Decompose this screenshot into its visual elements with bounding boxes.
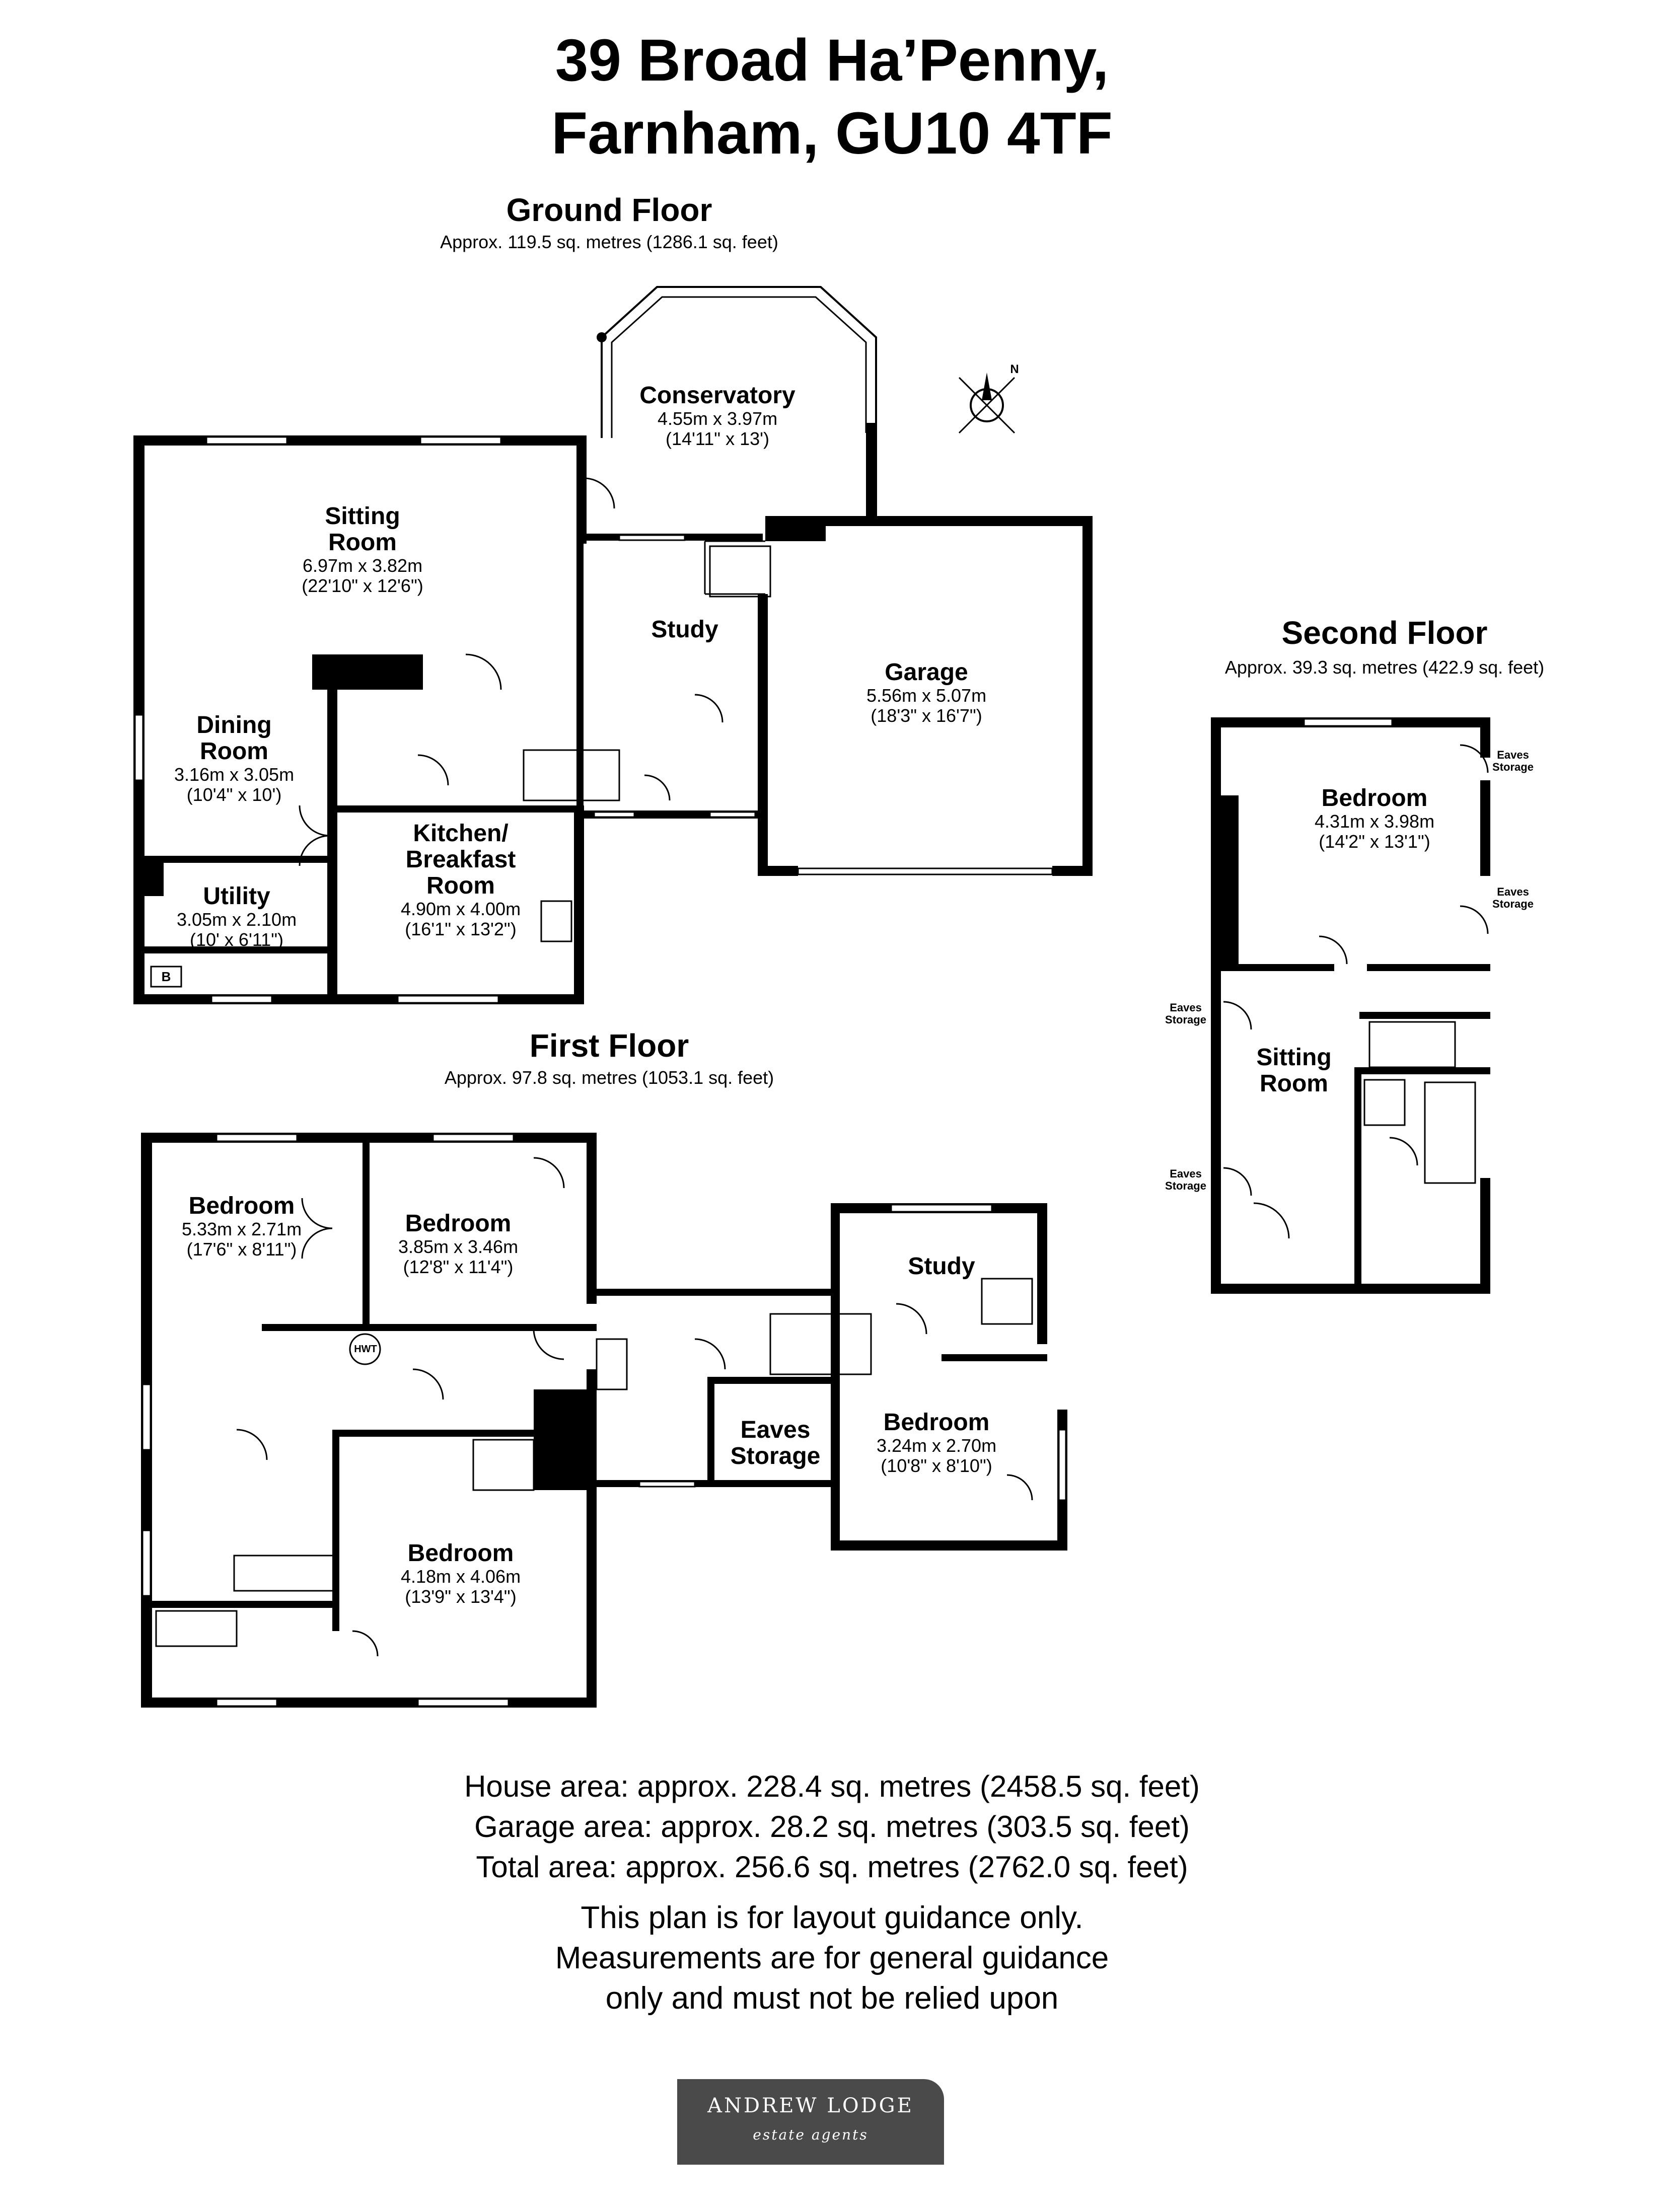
room-dim-metric: 5.56m x 5.07m: [866, 685, 987, 706]
room-name: Study: [651, 616, 718, 643]
disclaimer-line2: Measurements are for general guidance: [555, 1941, 1109, 1975]
house-area: House area: approx. 228.4 sq. metres (24…: [464, 1769, 1200, 1803]
room-dim-imperial: (16'1" x 13'2"): [405, 919, 517, 939]
room-dim-imperial: (22'10" x 12'6"): [302, 575, 423, 596]
room-dining: Dining Room 3.16m x 3.05m (10'4" x 10'): [146, 712, 322, 805]
eaves-storage-label-4: Eaves Storage: [1158, 1168, 1213, 1192]
disclaimer-line1: This plan is for layout guidance only.: [581, 1900, 1083, 1935]
room-name: Bedroom: [188, 1193, 295, 1219]
room-dim-imperial: (10' x 6'11"): [190, 929, 283, 950]
logo-name: ANDREW LODGE: [707, 2094, 914, 2117]
room-name: Eaves: [740, 1417, 811, 1443]
room-bedroom-second: Bedroom 4.31m x 3.98m (14'2" x 13'1"): [1289, 785, 1460, 852]
second-floor-area: Approx. 39.3 sq. metres (422.9 sq. feet): [1224, 657, 1545, 678]
room-bedroom-4: Bedroom 4.18m x 4.06m (13'9" x 13'4"): [375, 1540, 546, 1607]
first-floor-title: First Floor: [529, 1027, 689, 1064]
room-name: Breakfast: [405, 846, 516, 873]
ground-floor-area: Approx. 119.5 sq. metres (1286.1 sq. fee…: [440, 232, 778, 252]
room-dim-metric: 6.97m x 3.82m: [302, 555, 423, 576]
room-name: Bedroom: [405, 1210, 512, 1237]
compass-north-label: N: [1010, 362, 1019, 376]
room-name: Garage: [885, 659, 968, 686]
eaves-word: Eaves: [1497, 749, 1529, 761]
room-name: Room: [426, 872, 495, 899]
room-dim-imperial: (17'6" x 8'11"): [186, 1239, 297, 1260]
eaves-word: Eaves: [1497, 886, 1529, 898]
room-sitting-second: Sitting Room: [1239, 1045, 1349, 1097]
storage-word: Storage: [1165, 1013, 1206, 1026]
room-dim-metric: 4.31m x 3.98m: [1314, 811, 1435, 832]
storage-word: Storage: [1492, 898, 1534, 910]
room-dim-metric: 4.18m x 4.06m: [400, 1566, 521, 1587]
room-bedroom-2: Bedroom 3.85m x 3.46m (12'8" x 11'4"): [373, 1211, 544, 1277]
garage-area: Garage area: approx. 28.2 sq. metres (30…: [474, 1810, 1190, 1844]
eaves-word: Eaves: [1170, 1167, 1202, 1180]
room-name: Room: [328, 529, 397, 556]
room-dim-metric: 4.55m x 3.97m: [657, 408, 778, 429]
room-dim-imperial: (12'8" x 11'4"): [403, 1257, 514, 1277]
room-dim-metric: 3.05m x 2.10m: [176, 909, 297, 930]
room-utility: Utility 3.05m x 2.10m (10' x 6'11"): [151, 883, 322, 950]
room-name: Room: [1260, 1070, 1328, 1097]
second-floor-plan: [1211, 717, 1490, 1294]
eaves-storage-label-3: Eaves Storage: [1158, 1002, 1213, 1026]
eaves-storage-label-1: Eaves Storage: [1485, 749, 1541, 773]
ground-floor-plan: [133, 286, 1093, 1004]
room-bedroom-3: Bedroom 3.24m x 2.70m (10'8" x 8'10"): [851, 1410, 1022, 1476]
room-sitting: Sitting Room 6.97m x 3.82m (22'10" x 12'…: [257, 503, 468, 596]
second-floor-title: Second Floor: [1281, 615, 1488, 651]
room-garage: Garage 5.56m x 5.07m (18'3" x 16'7"): [821, 659, 1032, 726]
room-name: Room: [200, 738, 268, 765]
boiler-label: B: [161, 969, 171, 984]
first-floor-plan: [141, 1133, 1067, 1708]
room-dim-metric: 3.24m x 2.70m: [876, 1435, 997, 1456]
room-conservatory: Conservatory 4.55m x 3.97m (14'11" x 13'…: [617, 383, 818, 449]
disclaimer-line3: only and must not be relied upon: [605, 1981, 1059, 2016]
logo-tagline: estate agents: [753, 2126, 869, 2143]
room-name: Kitchen/: [413, 820, 509, 847]
room-dim-imperial: (18'3" x 16'7"): [871, 705, 982, 726]
room-dim-imperial: (13'9" x 13'4"): [405, 1586, 517, 1607]
room-dim-imperial: (14'2" x 13'1"): [1319, 831, 1430, 852]
room-dim-imperial: (10'8" x 8'10"): [881, 1455, 992, 1476]
page-title-line2: Farnham, GU10 4TF: [551, 100, 1113, 167]
room-dim-metric: 5.33m x 2.71m: [181, 1219, 302, 1239]
room-name: Sitting: [325, 503, 400, 530]
andrew-lodge-logo: ANDREW LODGE estate agents: [677, 2079, 944, 2165]
room-dim-metric: 3.16m x 3.05m: [174, 764, 295, 785]
room-name: Bedroom: [407, 1540, 514, 1567]
room-study-first: Study: [891, 1254, 992, 1280]
room-name: Utility: [203, 883, 270, 910]
room-study-ground: Study: [634, 617, 735, 643]
room-dim-imperial: (10'4" x 10'): [186, 784, 282, 805]
room-name: Bedroom: [883, 1409, 990, 1436]
room-name: Storage: [730, 1443, 821, 1469]
room-name: Dining: [196, 712, 272, 739]
room-eaves-storage: Eaves Storage: [725, 1417, 826, 1469]
storage-word: Storage: [1492, 761, 1534, 773]
total-area: Total area: approx. 256.6 sq. metres (27…: [476, 1850, 1188, 1884]
room-bedroom-1: Bedroom 5.33m x 2.71m (17'6" x 8'11"): [156, 1193, 327, 1260]
room-name: Conservatory: [639, 382, 795, 409]
eaves-storage-label-2: Eaves Storage: [1485, 886, 1541, 910]
hwt-label: HWT: [354, 1344, 377, 1355]
storage-word: Storage: [1165, 1179, 1206, 1192]
eaves-word: Eaves: [1170, 1001, 1202, 1014]
room-dim-imperial: (14'11" x 13'): [666, 428, 769, 449]
room-name: Study: [908, 1253, 975, 1280]
page-title-line1: 39 Broad Ha’Penny,: [555, 27, 1109, 94]
room-dim-metric: 4.90m x 4.00m: [400, 899, 521, 919]
ground-floor-title: Ground Floor: [506, 192, 712, 228]
room-dim-metric: 3.85m x 3.46m: [398, 1236, 519, 1257]
first-floor-area: Approx. 97.8 sq. metres (1053.1 sq. feet…: [444, 1067, 774, 1088]
room-kitchen: Kitchen/ Breakfast Room 4.90m x 4.00m (1…: [352, 821, 569, 939]
room-name: Bedroom: [1321, 785, 1428, 812]
room-name: Sitting: [1256, 1044, 1332, 1071]
compass-icon: [958, 373, 1016, 434]
